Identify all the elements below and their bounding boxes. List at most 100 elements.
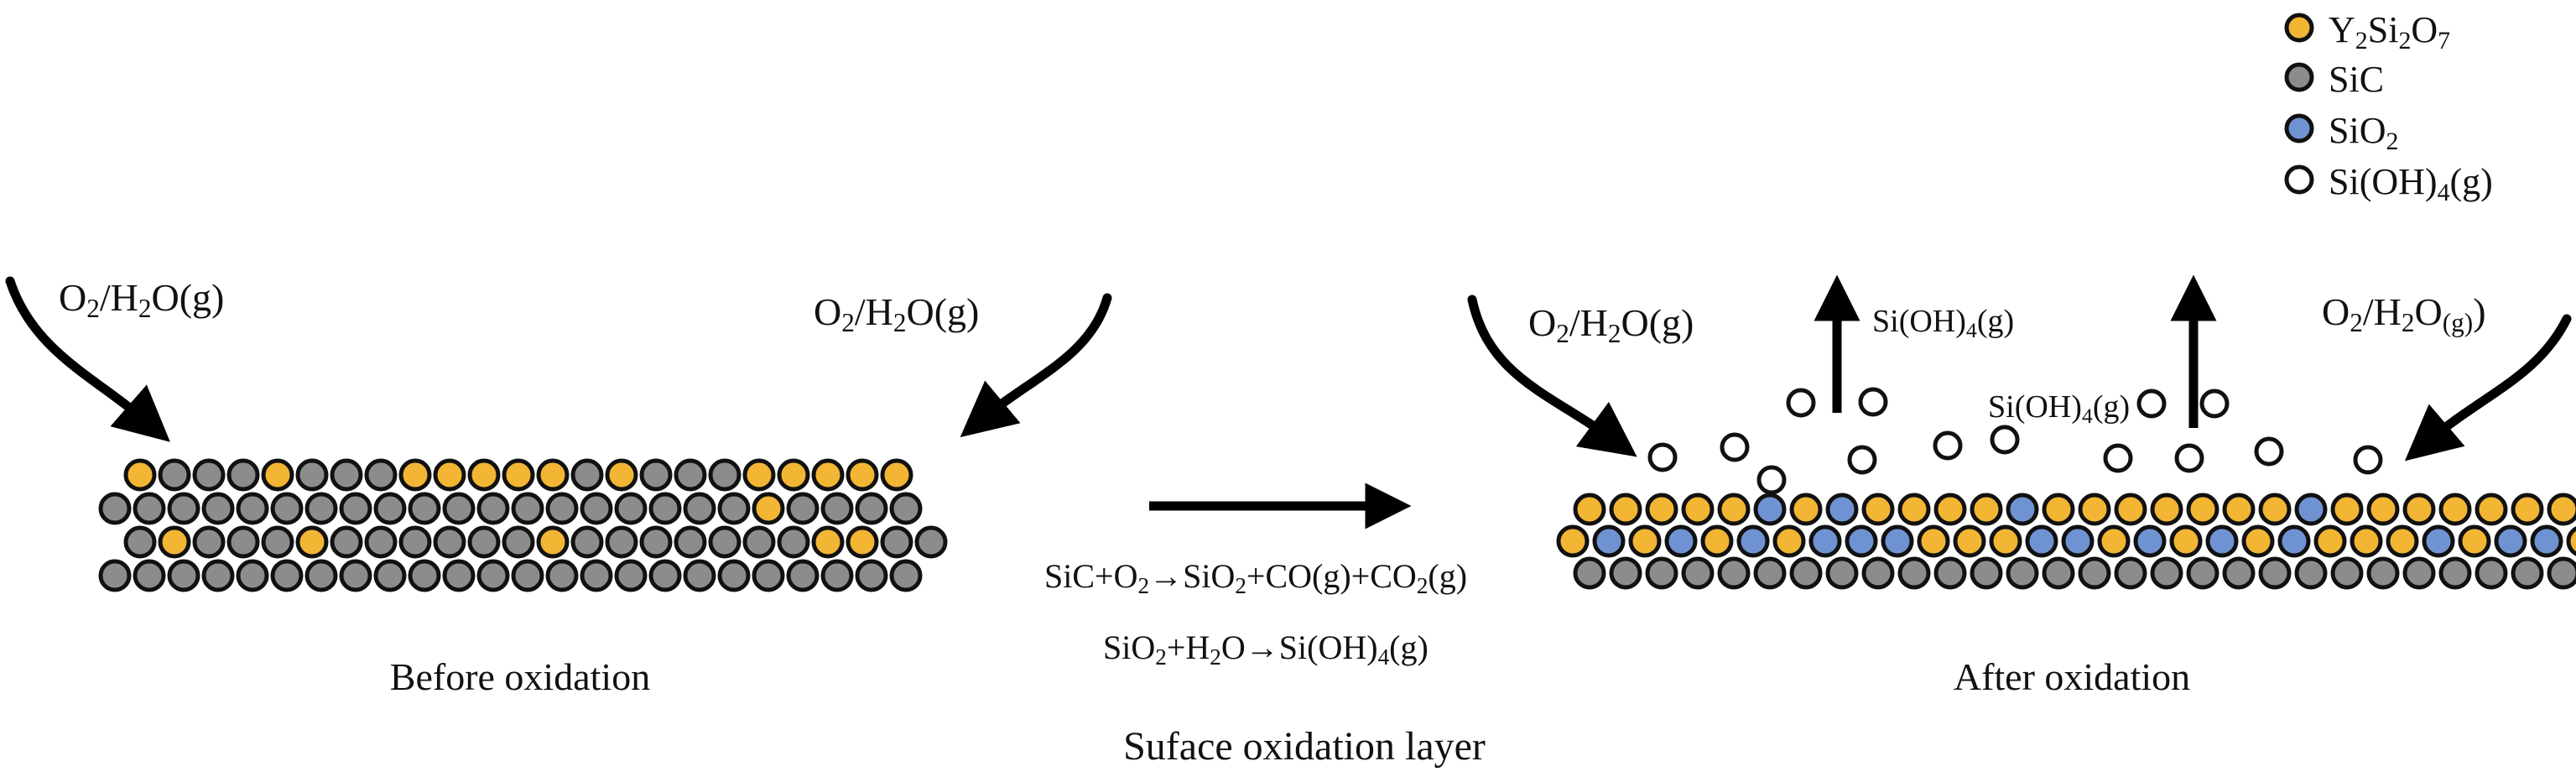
after-particle-sio2 xyxy=(2006,493,2039,526)
after-particle-y2si2o7 xyxy=(1989,524,2022,558)
after-particle-y2si2o7 xyxy=(2511,493,2544,526)
before-particle-sic xyxy=(467,525,501,559)
before-particle-sic xyxy=(236,559,269,592)
after-particle-sic xyxy=(2438,556,2472,590)
after-gas-label-right: O2/H2O(g)) xyxy=(2322,290,2486,337)
after-particle-sio2 xyxy=(2422,524,2455,558)
before-particle-sic xyxy=(570,525,604,559)
before-particle-sic xyxy=(261,525,294,559)
before-particle-y2si2o7 xyxy=(261,458,294,492)
gas-molecule xyxy=(2136,388,2167,419)
after-particle-sic xyxy=(1573,556,1606,590)
before-particle-sic xyxy=(270,492,304,525)
gas-molecule xyxy=(1720,432,1750,462)
before-particle-sic xyxy=(158,458,191,492)
after-particle-sic xyxy=(2330,556,2364,590)
before-particle-layers xyxy=(98,458,948,592)
after-particle-sio2 xyxy=(1808,524,1842,558)
before-particle-sic xyxy=(167,559,200,592)
after-particle-y2si2o7 xyxy=(1609,493,1642,526)
legend-item-si-oh-4: Si(OH)4(g) xyxy=(2284,161,2493,206)
before-particle-y2si2o7 xyxy=(742,458,776,492)
after-particle-sio2 xyxy=(1592,524,1626,558)
before-particle-sic xyxy=(545,559,579,592)
legend-item-sio2: SiO2 xyxy=(2284,110,2398,155)
before-particle-sic xyxy=(639,525,673,559)
after-particle-y2si2o7 xyxy=(2186,493,2220,526)
after-particle-sic xyxy=(2402,556,2436,590)
after-particle-y2si2o7 xyxy=(1917,524,1950,558)
reaction-equation-2: SiO2+H2O→Si(OH)4(g) xyxy=(1103,628,1429,670)
after-particle-sic xyxy=(2150,556,2183,590)
before-particle-y2si2o7 xyxy=(536,458,570,492)
after-particle-sio2 xyxy=(2294,493,2328,526)
gas-molecule xyxy=(1786,388,1816,418)
after-particle-y2si2o7 xyxy=(1700,524,1734,558)
before-particle-sic xyxy=(304,559,338,592)
before-particle-sic xyxy=(752,559,785,592)
after-particle-layers xyxy=(1556,493,2576,590)
after-particle-y2si2o7 xyxy=(1628,524,1662,558)
legend-label-y2si2o7: Y2Si2O7 xyxy=(2329,9,2450,55)
after-particle-sio2 xyxy=(1664,524,1698,558)
before-particle-sic xyxy=(511,559,544,592)
after-particle-y2si2o7 xyxy=(1717,493,1751,526)
after-particle-y2si2o7 xyxy=(2114,493,2147,526)
after-particle-sio2 xyxy=(2025,524,2058,558)
before-particle-sic xyxy=(648,559,682,592)
legend-label-sic: SiC xyxy=(2329,59,2384,100)
before-particle-sic xyxy=(855,492,888,525)
before-particle-sic xyxy=(98,559,132,592)
before-inflow-arrow-left xyxy=(5,276,170,442)
before-inflow-arrow-right xyxy=(960,293,1112,438)
after-particle-sio2 xyxy=(1845,524,1878,558)
before-particle-y2si2o7 xyxy=(811,525,845,559)
after-particle-y2si2o7 xyxy=(1573,493,1606,526)
before-particle-sic xyxy=(639,458,673,492)
released-gas-molecules xyxy=(1647,387,2383,495)
before-particle-sic xyxy=(201,492,235,525)
after-particle-sic xyxy=(1933,556,1967,590)
before-particle-y2si2o7 xyxy=(846,458,879,492)
after-inflow-arrow-left xyxy=(1467,295,1637,457)
white-circle-icon xyxy=(2284,164,2314,195)
after-particle-y2si2o7 xyxy=(1789,493,1823,526)
after-particle-sic xyxy=(2475,556,2508,590)
after-particle-sic xyxy=(1753,556,1787,590)
after-particle-sic xyxy=(2258,556,2292,590)
gas-molecule xyxy=(1858,387,1888,417)
legend: Y2Si2O7 SiC SiO2 Si(OH)4(g) xyxy=(2284,9,2493,206)
after-particle-sic xyxy=(2078,556,2111,590)
legend-label-sio2: SiO2 xyxy=(2329,110,2398,155)
after-particle-y2si2o7 xyxy=(1861,493,1895,526)
after-particle-y2si2o7 xyxy=(2169,524,2203,558)
after-particle-sic xyxy=(2042,556,2075,590)
after-particle-y2si2o7 xyxy=(2150,493,2183,526)
after-particle-y2si2o7 xyxy=(2458,524,2491,558)
before-particle-y2si2o7 xyxy=(752,492,785,525)
gas-molecule xyxy=(2254,436,2284,467)
before-particle-y2si2o7 xyxy=(880,458,913,492)
after-particle-y2si2o7 xyxy=(2566,526,2576,556)
after-particle-sic xyxy=(2006,556,2039,590)
before-particle-sic xyxy=(880,525,913,559)
before-particle-y2si2o7 xyxy=(811,458,845,492)
gas-molecule xyxy=(1647,442,1678,472)
blue-circle-icon xyxy=(2284,113,2314,143)
after-caption: After oxidation xyxy=(1954,655,2190,698)
before-particle-sic xyxy=(511,492,544,525)
after-particle-sic xyxy=(2511,556,2544,590)
release-label-2: Si(OH)4(g) xyxy=(1988,389,2130,428)
before-particle-sic xyxy=(683,492,716,525)
before-particle-sic xyxy=(133,492,166,525)
after-particle-sio2 xyxy=(1881,524,1914,558)
legend-label-si-oh-4: Si(OH)4(g) xyxy=(2329,161,2493,206)
after-particle-sio2 xyxy=(1825,493,1859,526)
before-particle-sic xyxy=(855,559,888,592)
before-particle-sic xyxy=(717,492,751,525)
before-particle-sic xyxy=(708,458,742,492)
before-particle-sic xyxy=(820,559,854,592)
before-particle-sic xyxy=(167,492,200,525)
before-particle-sic xyxy=(914,525,948,559)
before-particle-sic xyxy=(123,525,157,559)
